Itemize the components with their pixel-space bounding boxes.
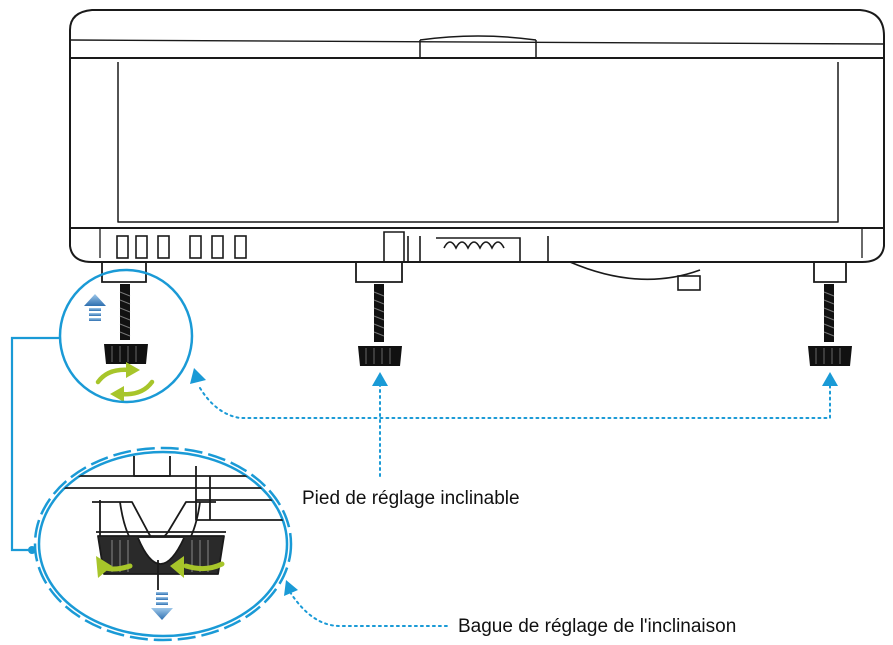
label-tilt-ring: Bague de réglage de l'inclinaison [458, 616, 737, 637]
label-tilt-foot: Pied de réglage inclinable [302, 488, 520, 509]
connector-line [10, 336, 60, 552]
arrow-down-icon [151, 592, 173, 620]
callout-arrowheads [190, 368, 838, 596]
focus-gear [383, 231, 701, 291]
vent-slots [116, 235, 247, 259]
rotate-icon [95, 367, 155, 397]
projector-body [69, 9, 885, 263]
magnifier-large [33, 446, 293, 642]
tilt-foot-right [808, 262, 852, 366]
tilt-foot-left [101, 262, 148, 364]
arrow-up-icon [84, 294, 106, 321]
callout-dotted-lines [199, 383, 831, 627]
rotate-ring-arrowheads [96, 556, 184, 578]
magnifier-small [58, 268, 194, 404]
tilt-foot-middle [355, 262, 403, 366]
rotate-arrowheads [110, 362, 140, 402]
